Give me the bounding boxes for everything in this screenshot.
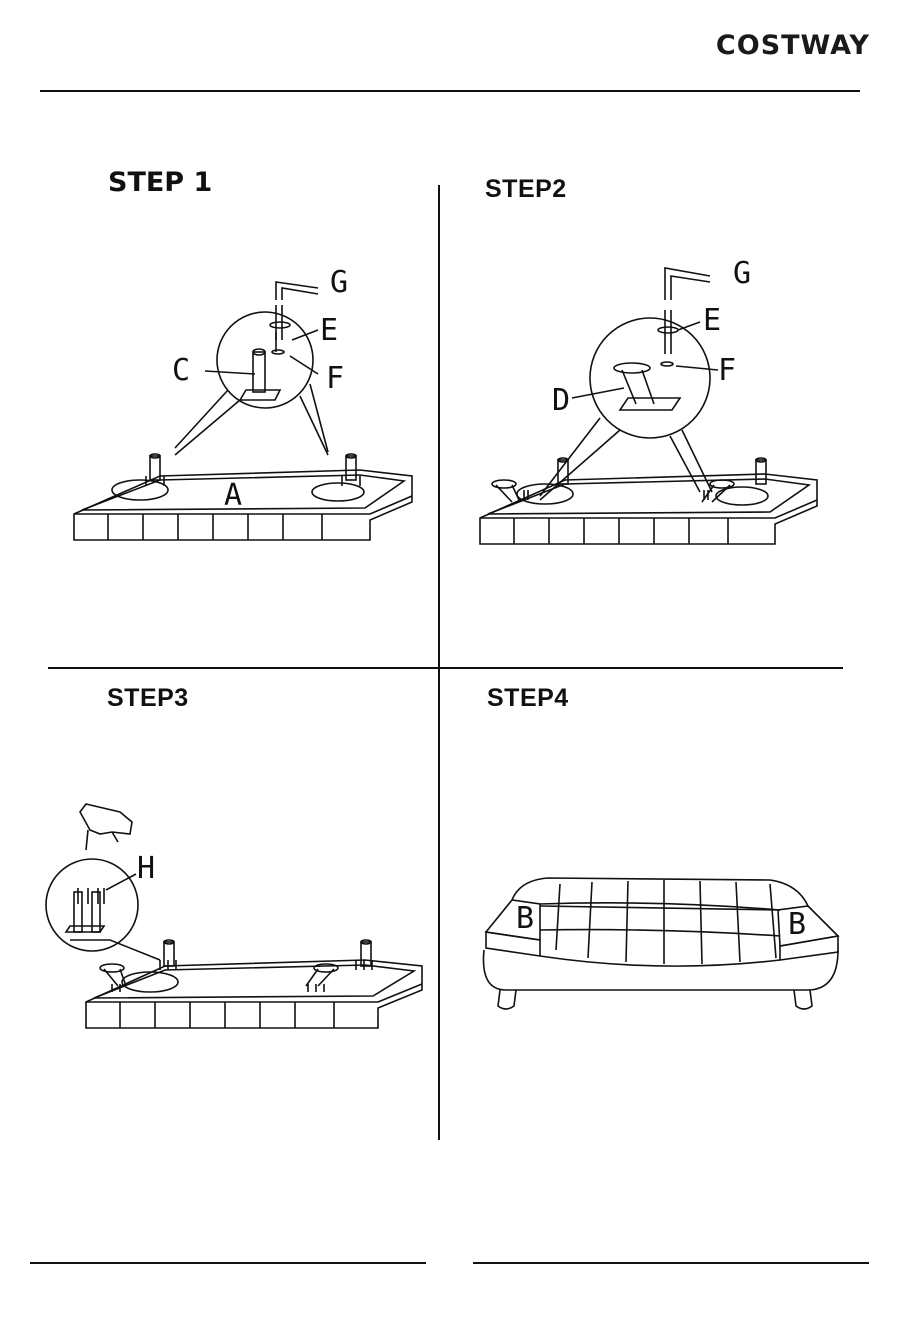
step-4-title: STEP4 (487, 684, 569, 713)
footer-rule-right (473, 1262, 869, 1264)
step-3-title: STEP3 (107, 684, 189, 713)
zoom-circle (590, 318, 710, 438)
sofa-base-frame (86, 960, 422, 1028)
step-3-illustration: H (0, 760, 440, 1060)
label-e: E (703, 303, 721, 338)
label-d: D (552, 383, 570, 418)
horizontal-divider (48, 667, 843, 669)
label-b-right: B (788, 907, 806, 942)
label-h: H (137, 851, 155, 886)
label-b-left: B (516, 901, 534, 936)
label-g: G (733, 256, 751, 291)
step-2-illustration: G E D F (0, 0, 899, 560)
label-f: F (718, 353, 736, 388)
drill-icon (80, 804, 132, 834)
sofa-back (512, 878, 808, 906)
step-4-illustration: B B (470, 870, 850, 1020)
footer-rule-left (30, 1262, 426, 1264)
